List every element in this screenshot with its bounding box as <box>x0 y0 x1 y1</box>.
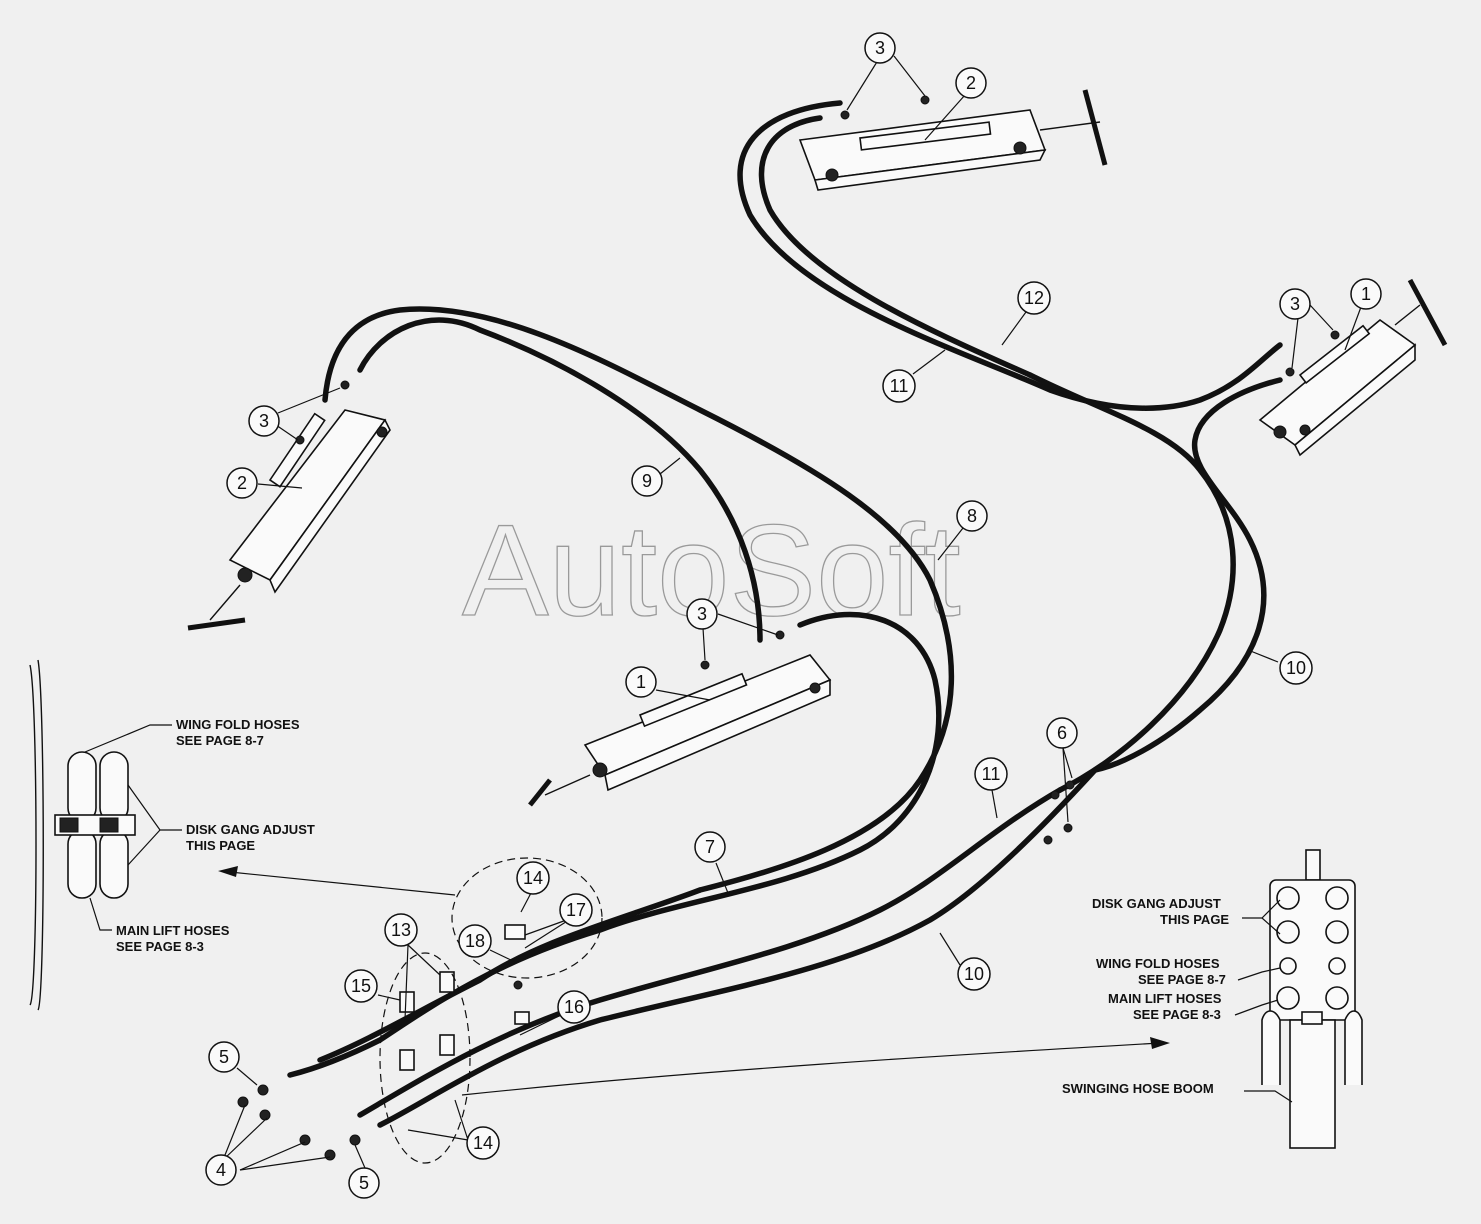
svg-text:2: 2 <box>966 73 976 93</box>
left-note-wing-fold-line2: SEE PAGE 8-7 <box>176 733 264 748</box>
callout-3-top: 3 <box>864 32 896 64</box>
svg-text:9: 9 <box>642 471 652 491</box>
svg-text:8: 8 <box>967 506 977 526</box>
svg-text:12: 12 <box>1024 288 1044 308</box>
cylinder-top <box>798 89 1108 191</box>
reference-arrows <box>218 866 1170 1096</box>
callout-13: 13 <box>384 913 418 947</box>
callout-2-top: 2 <box>955 67 987 99</box>
callout-12: 12 <box>1017 281 1051 315</box>
hose-12-upper <box>737 100 1283 411</box>
right-note-disk-gang-line1: DISK GANG ADJUST <box>1092 896 1221 911</box>
detail-circle-lower <box>379 952 471 1164</box>
callout-10-lower: 10 <box>957 957 991 991</box>
detail-circle-upper <box>451 857 603 979</box>
svg-text:17: 17 <box>566 900 586 920</box>
cylinder-left <box>187 409 391 631</box>
callout-11-upper: 11 <box>882 369 916 403</box>
right-note-main-lift-line1: MAIN LIFT HOSES <box>1108 991 1222 1006</box>
cylinder-center <box>528 654 832 807</box>
left-inset-leaders <box>84 724 182 931</box>
left-note-wing-fold-line1: WING FOLD HOSES <box>176 717 300 732</box>
svg-text:10: 10 <box>964 964 984 984</box>
svg-text:16: 16 <box>564 997 584 1017</box>
callout-5-upper: 5 <box>208 1041 240 1073</box>
callout-8: 8 <box>956 500 988 532</box>
left-note-main-lift-line2: SEE PAGE 8-3 <box>116 939 204 954</box>
right-note-main-lift-line2: SEE PAGE 8-3 <box>1133 1007 1221 1022</box>
svg-text:14: 14 <box>523 868 543 888</box>
callout-4: 4 <box>205 1154 237 1186</box>
svg-text:2: 2 <box>237 473 247 493</box>
cylinder-right <box>1258 278 1448 457</box>
hose-7b <box>317 887 703 1063</box>
callout-14-bottom: 14 <box>466 1126 500 1160</box>
callout-3-right: 3 <box>1279 288 1311 320</box>
right-note-disk-gang-line2: THIS PAGE <box>1160 912 1229 927</box>
callout-3-left: 3 <box>248 405 280 437</box>
clamp-blocks <box>399 924 530 1071</box>
svg-text:14: 14 <box>473 1133 493 1153</box>
svg-text:1: 1 <box>636 672 646 692</box>
svg-text:5: 5 <box>219 1047 229 1067</box>
svg-text:13: 13 <box>391 920 411 940</box>
hose-7 <box>287 611 942 1078</box>
hose-11-lower <box>357 787 1063 1118</box>
callout-3-center: 3 <box>686 598 718 630</box>
svg-text:6: 6 <box>1057 723 1067 743</box>
callout-7: 7 <box>694 831 726 863</box>
svg-text:7: 7 <box>705 837 715 857</box>
callout-16: 16 <box>557 990 591 1024</box>
callout-1-center: 1 <box>625 666 657 698</box>
callout-10-right: 10 <box>1279 651 1313 685</box>
right-inset-leaders <box>1234 899 1293 1103</box>
hose-10-upper <box>1092 377 1283 773</box>
svg-text:1: 1 <box>1361 284 1371 304</box>
left-note-disk-gang-line2: THIS PAGE <box>186 838 255 853</box>
hose-8 <box>322 306 955 893</box>
svg-text:5: 5 <box>359 1173 369 1193</box>
svg-text:3: 3 <box>1290 294 1300 314</box>
svg-text:3: 3 <box>259 411 269 431</box>
hose-10-lower <box>377 767 1098 1128</box>
callout-2-left: 2 <box>226 467 258 499</box>
hose-11-upper <box>758 115 1033 378</box>
fittings <box>237 95 1340 1161</box>
callout-leaders <box>222 55 1362 1171</box>
callout-1-right: 1 <box>1350 278 1382 310</box>
callout-14-top: 14 <box>516 861 550 895</box>
callout-15: 15 <box>344 969 378 1003</box>
svg-text:3: 3 <box>697 604 707 624</box>
right-note-wing-fold-line2: SEE PAGE 8-7 <box>1138 972 1226 987</box>
hose-10-branch <box>1027 372 1236 793</box>
svg-text:4: 4 <box>216 1160 226 1180</box>
hose-9 <box>357 317 763 643</box>
right-note-swinging-hose-boom: SWINGING HOSE BOOM <box>1062 1081 1214 1096</box>
svg-text:11: 11 <box>890 376 909 396</box>
callout-9: 9 <box>631 465 663 497</box>
callout-17: 17 <box>559 893 593 927</box>
callout-6: 6 <box>1046 717 1078 749</box>
callout-11-lower: 11 <box>974 757 1008 791</box>
callout-5-lower: 5 <box>348 1167 380 1199</box>
svg-text:15: 15 <box>351 976 371 996</box>
svg-text:3: 3 <box>875 38 885 58</box>
svg-text:10: 10 <box>1286 658 1306 678</box>
right-note-wing-fold-line1: WING FOLD HOSES <box>1096 956 1220 971</box>
left-inset-hose-boom <box>29 659 136 1011</box>
callout-18: 18 <box>458 924 492 958</box>
left-note-disk-gang-line1: DISK GANG ADJUST <box>186 822 315 837</box>
svg-text:18: 18 <box>465 931 485 951</box>
right-inset-hose-boom <box>1261 849 1363 1149</box>
svg-text:11: 11 <box>982 764 1001 784</box>
hoses <box>287 100 1283 1128</box>
left-note-main-lift-line1: MAIN LIFT HOSES <box>116 923 230 938</box>
